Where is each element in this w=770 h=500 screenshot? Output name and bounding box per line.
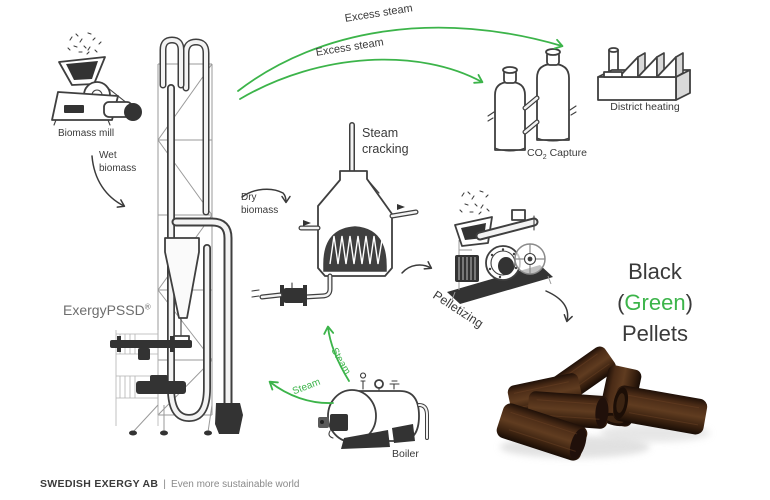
footer-separator: | [163, 478, 167, 490]
dry-biomass-label: Dry biomass [241, 192, 279, 216]
district-heating-illustration [597, 47, 691, 101]
biomass-mill-label: Biomass mill [57, 128, 115, 139]
co2-capture-illustration [487, 48, 577, 152]
steam-arrow-to-dryer [268, 380, 334, 404]
excess-steam-arrow-to-co2 [239, 58, 484, 100]
boiler-illustration [318, 372, 429, 449]
pelletizing-to-pellets-arrow [545, 290, 573, 323]
excess-steam-arrow-to-district-heating [237, 26, 564, 92]
co2-capture-label: CO2 Capture [527, 147, 587, 162]
wet-biomass-arrow [91, 155, 126, 208]
pelletizing-illustration [447, 190, 553, 304]
exergy-pssd-label: ExergyPSSD® [63, 302, 151, 318]
steam-cracking-label: Steam cracking [362, 126, 409, 156]
steam-arrow-to-cracker [323, 325, 350, 382]
biomass-mill-illustration [51, 32, 142, 126]
boiler-label: Boiler [392, 448, 419, 460]
pellets-photo [496, 346, 710, 461]
footer-tagline: Even more sustainable world [171, 479, 300, 490]
product-title: Black (Green) Pellets [597, 256, 713, 350]
footer-brand: SWEDISH EXERGY AB [40, 478, 159, 490]
exergy-pssd-illustration [110, 36, 243, 436]
product-line-black: Black [628, 259, 682, 284]
footer: SWEDISH EXERGY AB | Even more sustainabl… [40, 478, 299, 490]
flow-arrows [91, 26, 573, 404]
wet-biomass-label: Wet biomass [99, 150, 137, 174]
product-line-green: (Green) [617, 290, 693, 316]
co2-subscript: 2 [542, 154, 547, 162]
steam-cracking-illustration [251, 122, 419, 306]
dry-biomass-arrow [241, 188, 291, 204]
district-heating-label: District heating [610, 101, 680, 113]
cracker-to-pelletizing-arrow [401, 261, 433, 274]
product-line-pellets: Pellets [621, 321, 689, 347]
registered-mark: ® [144, 302, 151, 312]
